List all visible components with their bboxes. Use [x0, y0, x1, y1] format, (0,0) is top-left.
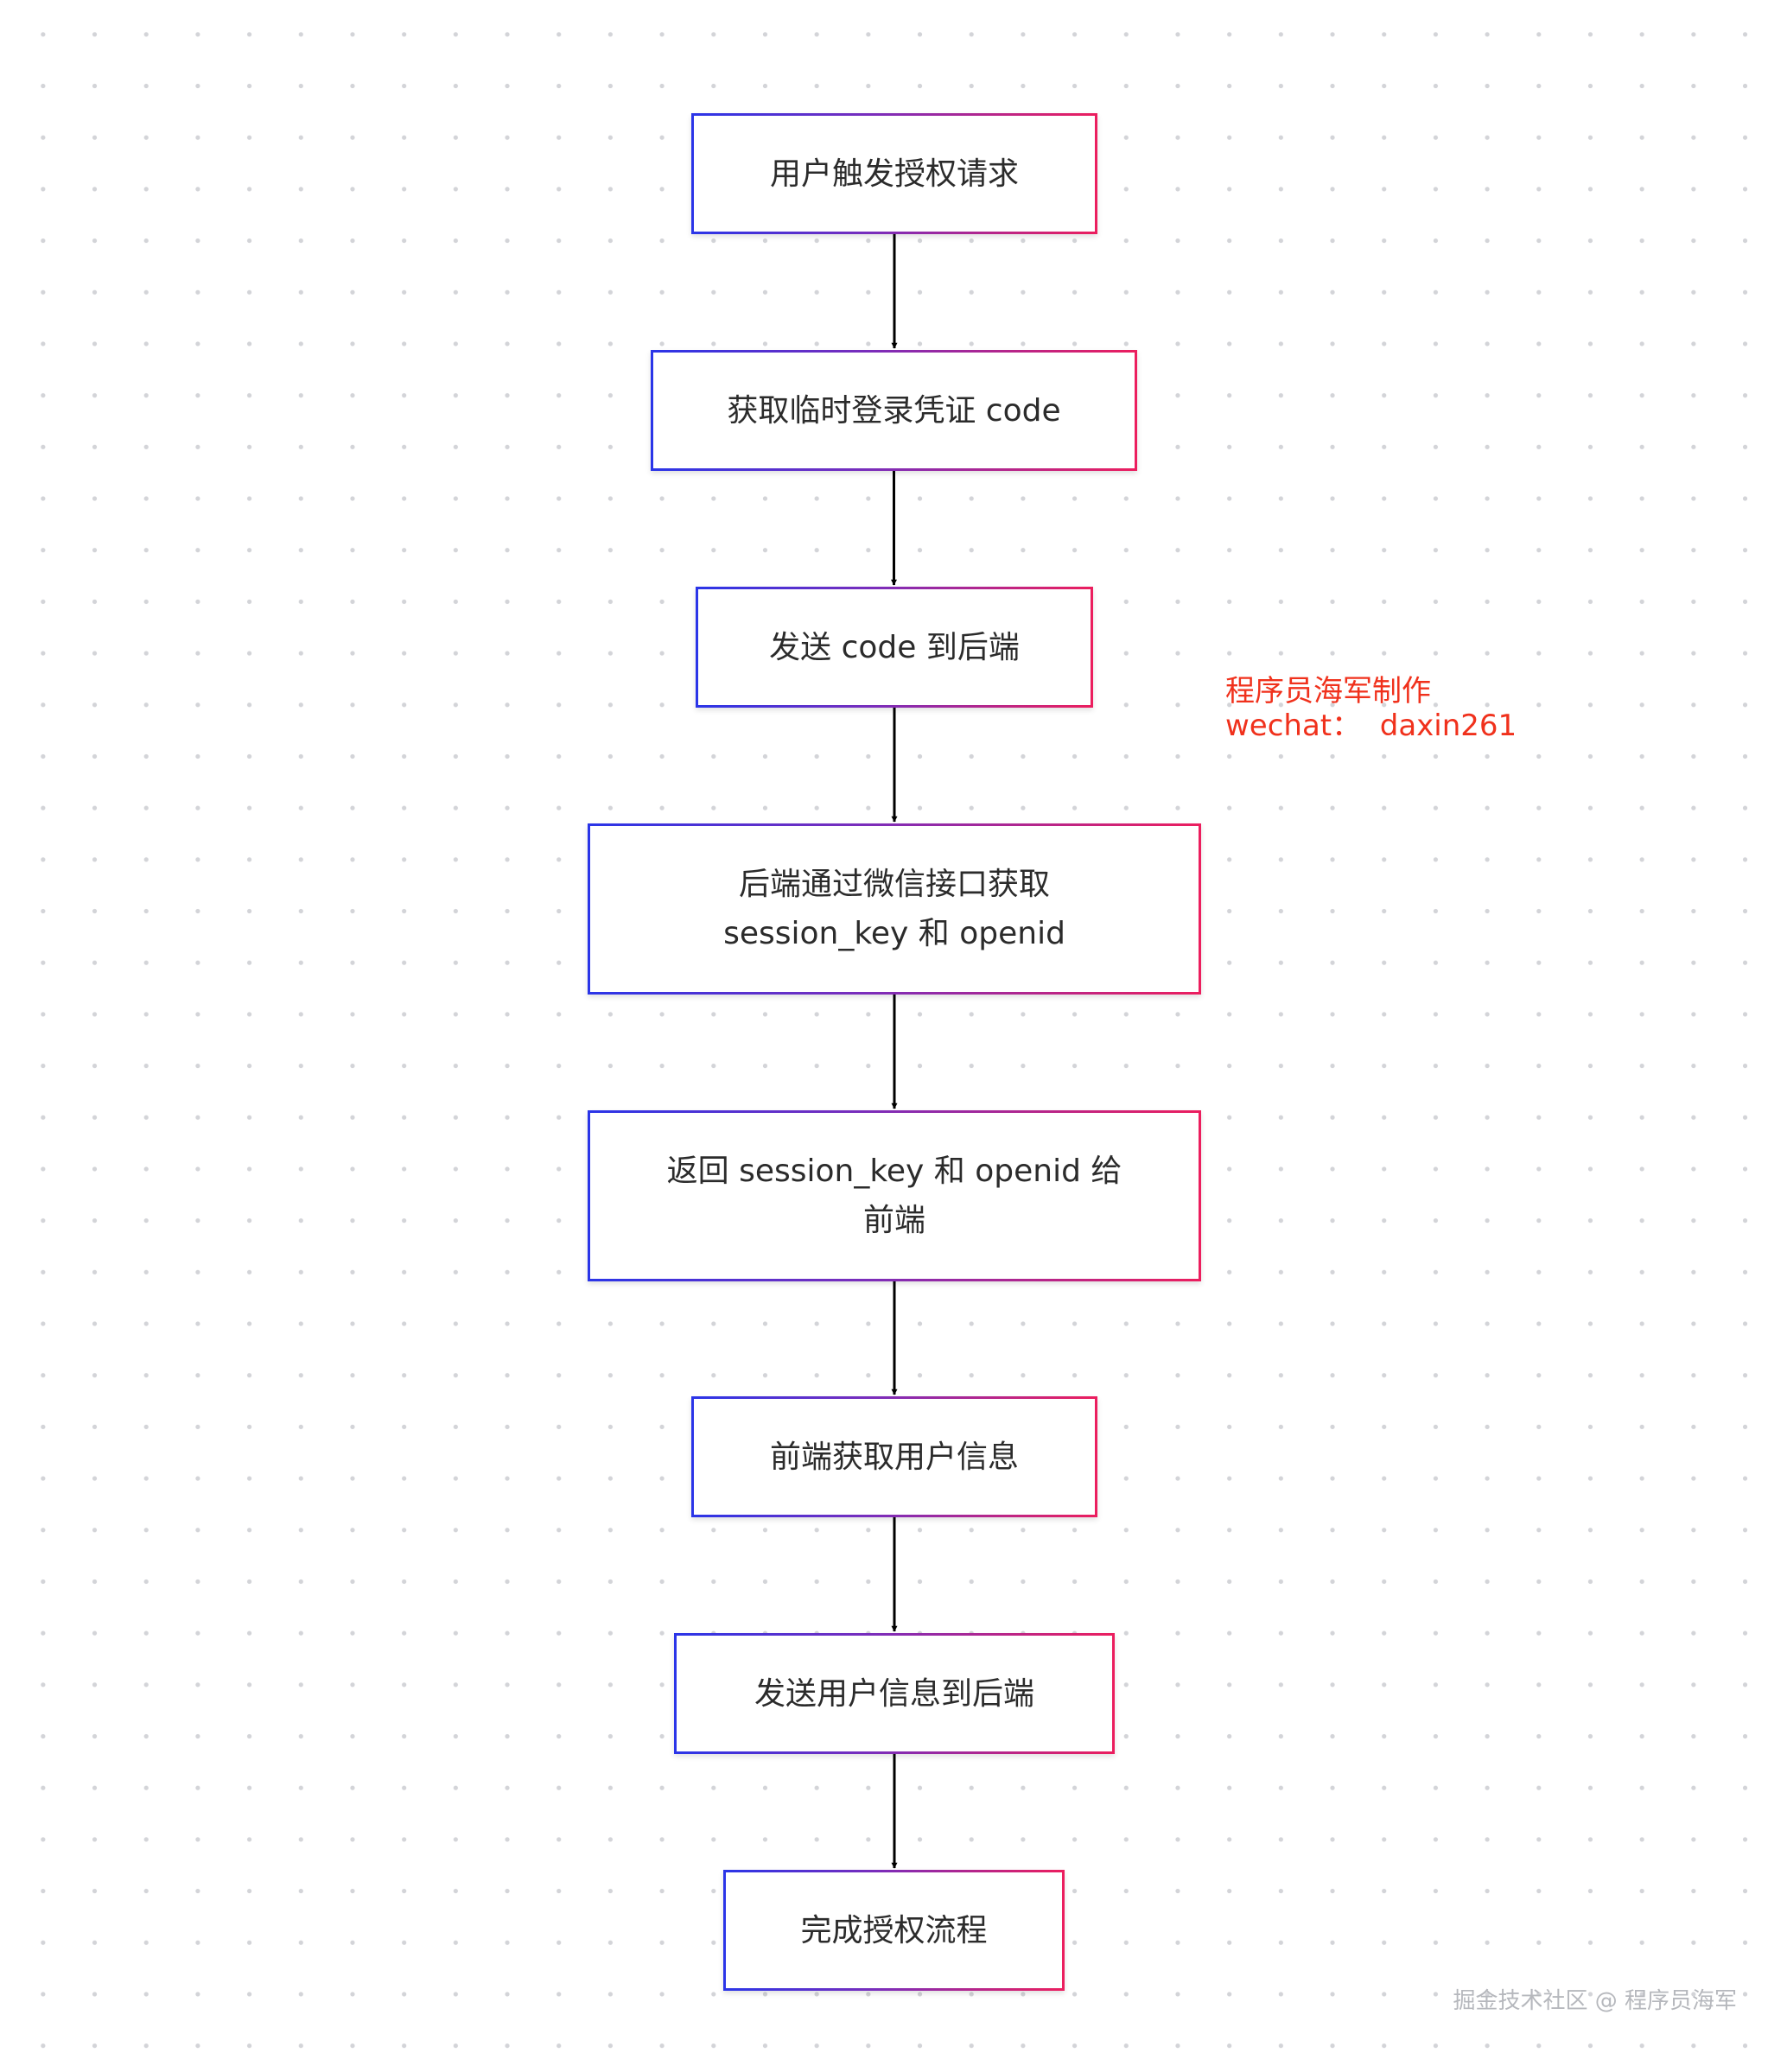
flow-node-frontend-get-userinfo: 前端获取用户信息	[691, 1396, 1097, 1517]
author-annotation: 程序员海军制作 wechat： daxin261	[1225, 674, 1517, 743]
flow-node-backend-get-session-key: 后端通过微信接口获取 session_key 和 openid	[588, 823, 1201, 995]
watermark: 掘金技术社区 @ 程序员海军	[1453, 1988, 1737, 2014]
flow-node-get-temp-code: 获取临时登录凭证 code	[651, 350, 1137, 471]
flow-node-complete-auth: 完成授权流程	[723, 1870, 1065, 1991]
flow-node-send-userinfo-to-backend: 发送用户信息到后端	[674, 1633, 1115, 1754]
flow-node-send-code-to-backend: 发送 code 到后端	[696, 587, 1093, 708]
flow-node-return-session-key: 返回 session_key 和 openid 给 前端	[588, 1110, 1201, 1281]
author-annotation-line1: 程序员海军制作	[1225, 674, 1431, 709]
author-annotation-line2: wechat： daxin261	[1225, 709, 1517, 743]
flow-node-user-trigger-auth: 用户触发授权请求	[691, 113, 1097, 234]
